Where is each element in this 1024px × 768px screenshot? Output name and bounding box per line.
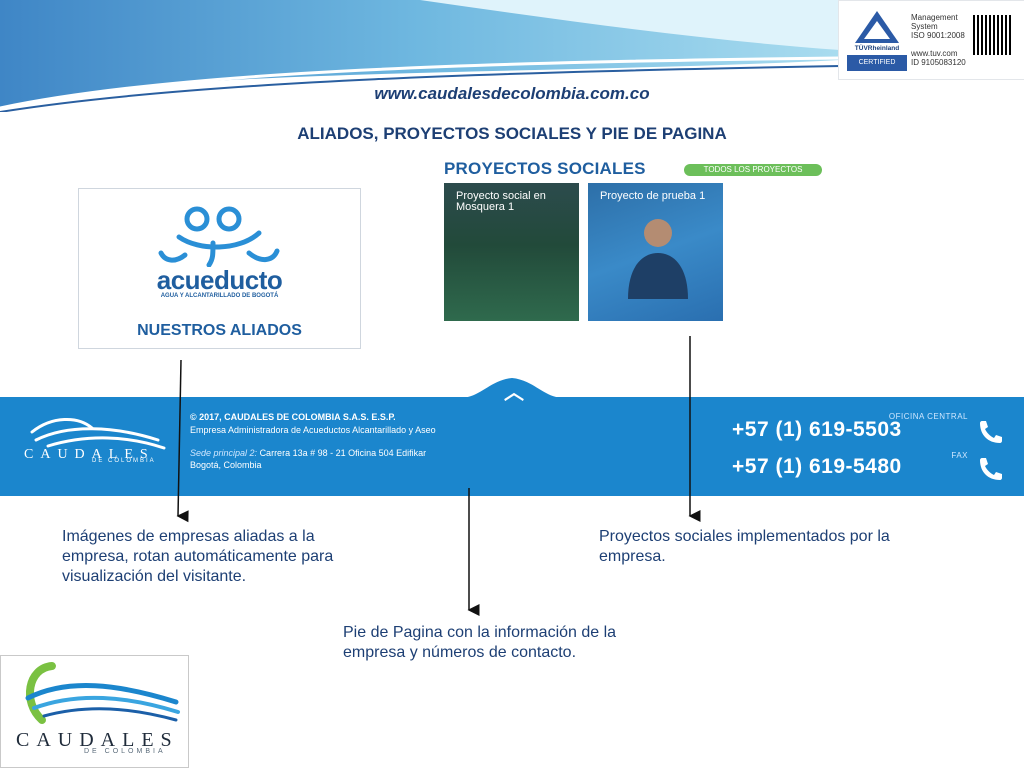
footer-address-label: Sede principal 2: [190, 448, 258, 458]
cert-brand: TÜVRheinland [854, 45, 900, 52]
footer-city: Bogotá, Colombia [190, 460, 262, 470]
certification-badge: TÜVRheinland CERTIFIED Management System… [838, 0, 1024, 80]
allies-title: NUESTROS ALIADOS [137, 322, 302, 339]
phone-icon [980, 421, 1002, 443]
arrow-allies [176, 359, 189, 523]
office-phone[interactable]: +57 (1) 619-5503 [732, 418, 902, 441]
project-card[interactable]: Proyecto de prueba 1 [588, 183, 723, 321]
all-projects-button[interactable]: TODOS LOS PROYECTOS [684, 164, 822, 176]
footer-description: Empresa Administradora de Acueductos Alc… [190, 425, 436, 435]
footer-annotation: Pie de Pagina con la información de la e… [343, 624, 617, 661]
phone-icon [980, 458, 1002, 480]
allies-panel: acueducto AGUA Y ALCANTARILLADO DE BOGOT… [78, 188, 361, 349]
corner-logo-text: CAUDALES [16, 729, 179, 751]
caudales-logo-mark [25, 662, 180, 724]
allies-annotation: Imágenes de empresas aliadas a la empres… [62, 528, 334, 585]
site-url: www.caudalesdecolombia.com.co [374, 84, 650, 103]
project-card-label: Proyecto social en Mosquera 1 [456, 190, 546, 213]
frog-logo-icon [158, 206, 280, 267]
footer-address: Sede principal 2: Carrera 13a # 98 - 21 … [190, 448, 426, 458]
project-card-label: Proyecto de prueba 1 [600, 190, 706, 202]
tuv-triangle-icon [855, 11, 899, 43]
footer-logo-subtext: DE COLOMBIA [92, 458, 156, 464]
ally-brand-name: acueducto [156, 265, 283, 295]
fax-phone[interactable]: +57 (1) 619-5480 [732, 455, 902, 478]
footer-logo-text: CAUDALES [24, 447, 155, 462]
footer-address-value: Carrera 13a # 98 - 21 Oficina 504 Edifik… [259, 448, 427, 458]
person-photo [628, 219, 688, 299]
footer-logo-waves [30, 417, 166, 450]
cert-text: Management System ISO 9001:2008 www.tuv.… [911, 13, 966, 67]
footer-top-wave [0, 378, 1024, 398]
social-projects-title: PROYECTOS SOCIALES [444, 159, 646, 178]
fax-label: FAX [951, 451, 968, 460]
ally-brand-tagline: AGUA Y ALCANTARILLADO DE BOGOTÁ [160, 293, 279, 299]
page-title: ALIADOS, PROYECTOS SOCIALES Y PIE DE PAG… [297, 124, 727, 143]
footer-copyright: © 2017, CAUDALES DE COLOMBIA S.A.S. E.S.… [190, 412, 396, 422]
header-swoosh-decoration [0, 0, 840, 112]
projects-annotation: Proyectos sociales implementados por la … [599, 528, 890, 565]
footer-band [0, 397, 1024, 496]
office-label: OFICINA CENTRAL [888, 412, 968, 421]
corner-logo-subtext: DE COLOMBIA [84, 748, 166, 755]
qr-code-icon [973, 15, 1013, 55]
cert-label: CERTIFIED [847, 55, 907, 71]
project-card[interactable]: Proyecto social en Mosquera 1 [444, 183, 579, 321]
chevron-up-icon[interactable]: ︿ [504, 382, 524, 404]
